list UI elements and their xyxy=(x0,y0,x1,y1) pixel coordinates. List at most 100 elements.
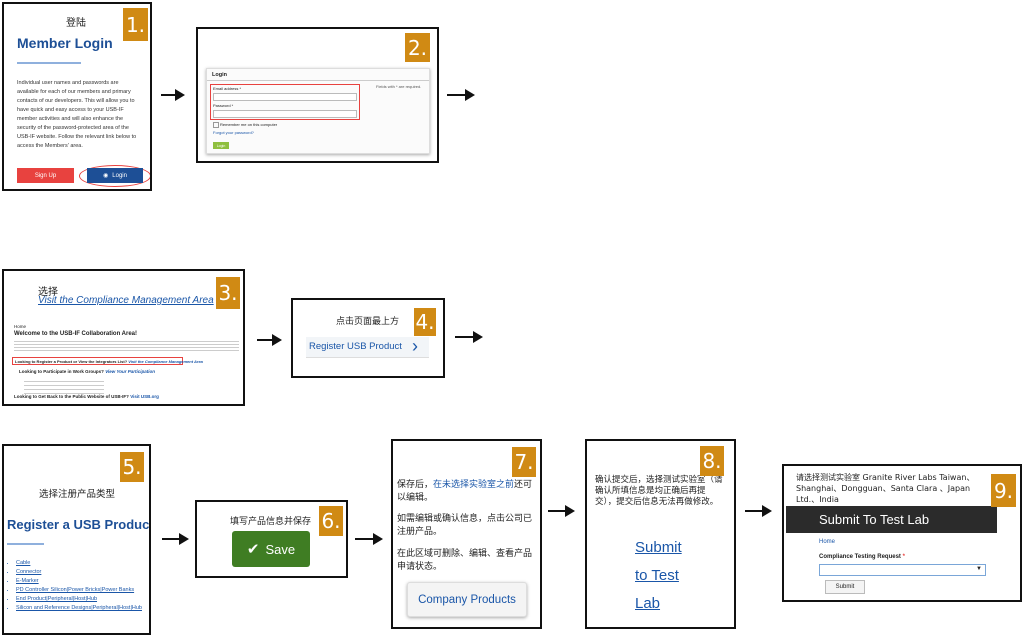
step-3-panel: 选择 Visit the Compliance Management Area … xyxy=(2,269,245,406)
remember-checkbox[interactable] xyxy=(213,122,219,128)
participate-line: Looking to Participate in Work Groups? V… xyxy=(19,369,155,374)
step-8-badge: 8. xyxy=(700,446,724,476)
member-login-heading: Member Login xyxy=(17,35,113,51)
lock-icon: ◉ xyxy=(103,173,109,179)
step-6-badge: 6. xyxy=(319,506,343,536)
submit-button[interactable]: Submit xyxy=(825,580,865,594)
step-2-badge: 2. xyxy=(405,33,430,62)
submit-to-test-lab-link-1[interactable]: Submit xyxy=(635,539,682,556)
step-2-panel: Login Email address * Password * Fields … xyxy=(196,27,439,163)
password-label: Password * xyxy=(213,103,234,108)
step-4-badge: 4. xyxy=(414,308,436,336)
product-type-list: Cable Connector E-Marker PD Controller S… xyxy=(4,559,142,613)
sign-up-button[interactable]: Sign Up xyxy=(17,168,74,183)
compliance-area-link[interactable]: Visit the Compliance Management Area xyxy=(38,295,214,306)
list-item[interactable]: PD Controller Silicon|Power Bricks|Power… xyxy=(16,586,142,595)
register-usb-product-label: Register USB Product xyxy=(309,341,402,352)
step-9-badge: 9. xyxy=(991,474,1016,507)
participate-text: Looking to Participate in Work Groups? xyxy=(19,369,104,374)
arrow-1-2 xyxy=(161,89,185,101)
register-line-link[interactable]: Visit the Compliance Management Area xyxy=(128,359,203,364)
breadcrumb-home[interactable]: Home xyxy=(14,324,27,329)
company-products-button[interactable]: Company Products xyxy=(407,582,527,617)
list-item[interactable]: Silicon and Reference Designs|Peripheral… xyxy=(16,604,142,613)
email-label: Email address * xyxy=(213,86,242,91)
step-4-label-cn: 点击页面最上方 xyxy=(336,317,400,327)
arrow-2-next xyxy=(447,89,475,101)
step-7-text-3: 在此区域可删除、编辑、查看产品申请状态。 xyxy=(397,549,533,572)
compliance-request-label: Compliance Testing Request * xyxy=(819,554,905,560)
arrow-7-8 xyxy=(548,505,575,517)
register-usb-product-button[interactable]: Register USB Product › xyxy=(306,336,429,358)
arrow-8-9 xyxy=(745,505,772,517)
step-7-panel: 保存后，在未选择实验室之前还可以编辑。 如需编辑或确认信息，点击公司已注册产品。… xyxy=(391,439,542,629)
step-5-label-cn: 选择注册产品类型 xyxy=(39,489,116,500)
credentials-highlight xyxy=(210,84,360,120)
compliance-request-select[interactable]: ▼ xyxy=(819,564,986,576)
step-6-panel: 填写产品信息并保存 ✔ Save 6. xyxy=(195,500,348,578)
email-field[interactable] xyxy=(213,93,357,101)
list-item[interactable]: E-Marker xyxy=(16,577,142,586)
form-header-rule xyxy=(207,80,429,81)
heading-underline xyxy=(17,62,81,64)
save-button-label: Save xyxy=(265,541,296,557)
step-3-badge: 3. xyxy=(216,277,240,309)
arrow-4-next xyxy=(455,331,483,343)
public-text: Looking to Get Back to the Public Websit… xyxy=(14,394,129,399)
before-lab-link: 在未选择实验室之前 xyxy=(433,480,515,490)
register-highlight-box: Looking to Register a Product or View th… xyxy=(12,357,203,365)
register-product-heading: Register a USB Product xyxy=(7,517,151,532)
step-1-title-cn: 登陆 xyxy=(66,18,86,29)
welcome-heading: Welcome to the USB-IF Collaboration Area… xyxy=(14,331,138,337)
step-3-label-cn: 选择 xyxy=(38,287,58,298)
step-5-badge: 5. xyxy=(120,452,144,482)
remember-label: Remember me on this computer xyxy=(220,122,278,127)
heading-underline xyxy=(7,543,44,545)
list-item[interactable]: End Product|Peripheral|Host|Hub xyxy=(16,595,142,604)
step-4-panel: 点击页面最上方 Register USB Product › 4. xyxy=(291,298,445,378)
list-item[interactable]: Cable xyxy=(16,559,142,568)
submit-to-test-lab-link-3[interactable]: Lab xyxy=(635,595,661,612)
step-8-text: 确认提交后，选择测试实验室（请确认所填信息是均正确后再提交），提交后信息无法再做… xyxy=(595,475,723,507)
step-7-text-1-post: 还可以编辑。 xyxy=(397,480,533,503)
save-button[interactable]: ✔ Save xyxy=(232,531,310,567)
list-item[interactable]: Connector xyxy=(16,568,142,577)
submit-to-test-lab-link-2[interactable]: to Test xyxy=(635,567,679,584)
member-login-description: Individual user names and passwords are … xyxy=(17,80,137,149)
step-7-text-2: 如需编辑或确认信息，点击公司已注册产品。 xyxy=(397,514,533,537)
step-8-panel: 确认提交后，选择测试实验室（请确认所填信息是均正确后再提交），提交后信息无法再做… xyxy=(585,439,736,629)
step-7-badge: 7. xyxy=(512,447,536,477)
public-link[interactable]: Visit USB.org xyxy=(130,394,159,399)
step-5-panel: 选择注册产品类型 Register a USB Product Cable Co… xyxy=(2,444,151,635)
arrow-5-6 xyxy=(162,533,189,545)
step-7-text-1: 保存后，在未选择实验室之前还可以编辑。 xyxy=(397,479,538,505)
login-highlight-ellipse xyxy=(79,165,150,187)
step-1-panel: 登陆 Member Login Individual user names an… xyxy=(2,2,152,191)
placeholder-text-block xyxy=(14,340,239,352)
arrow-3-4 xyxy=(257,334,282,346)
login-form-card: Login Email address * Password * Fields … xyxy=(206,68,430,154)
login-submit-button[interactable]: Login xyxy=(213,142,229,149)
bullet-list-block xyxy=(24,379,104,397)
forgot-password-link[interactable]: Forgot your password? xyxy=(213,130,254,135)
submit-to-test-lab-banner: Submit To Test Lab xyxy=(786,506,997,533)
required-asterisk: * xyxy=(902,554,905,560)
step-1-badge: 1. xyxy=(123,8,148,41)
step-9-text: 请选择测试实验室 Granite River Labs Taiwan、Shang… xyxy=(796,473,975,504)
compliance-request-text: Compliance Testing Request xyxy=(819,554,901,560)
checkmark-icon: ✔ xyxy=(246,541,260,558)
public-line: Looking to Get Back to the Public Websit… xyxy=(14,394,159,399)
password-field[interactable] xyxy=(213,110,357,118)
step-9-panel: 请选择测试实验室 Granite River Labs Taiwan、Shang… xyxy=(782,464,1022,602)
register-line-text: Looking to Register a Product or View th… xyxy=(15,359,128,364)
arrow-6-7 xyxy=(355,533,383,545)
login-form-title: Login xyxy=(212,72,227,78)
required-note: Fields with * are required. xyxy=(376,84,422,89)
participate-link[interactable]: View Your Participation xyxy=(105,369,156,374)
chevron-down-icon: ▼ xyxy=(976,566,982,572)
breadcrumb-home[interactable]: Home xyxy=(819,539,836,545)
chevron-right-icon: › xyxy=(412,336,418,356)
login-button[interactable]: ◉ Login xyxy=(87,168,143,183)
step-6-label-cn: 填写产品信息并保存 xyxy=(230,517,312,527)
step-7-text-1-pre: 保存后， xyxy=(397,480,434,490)
